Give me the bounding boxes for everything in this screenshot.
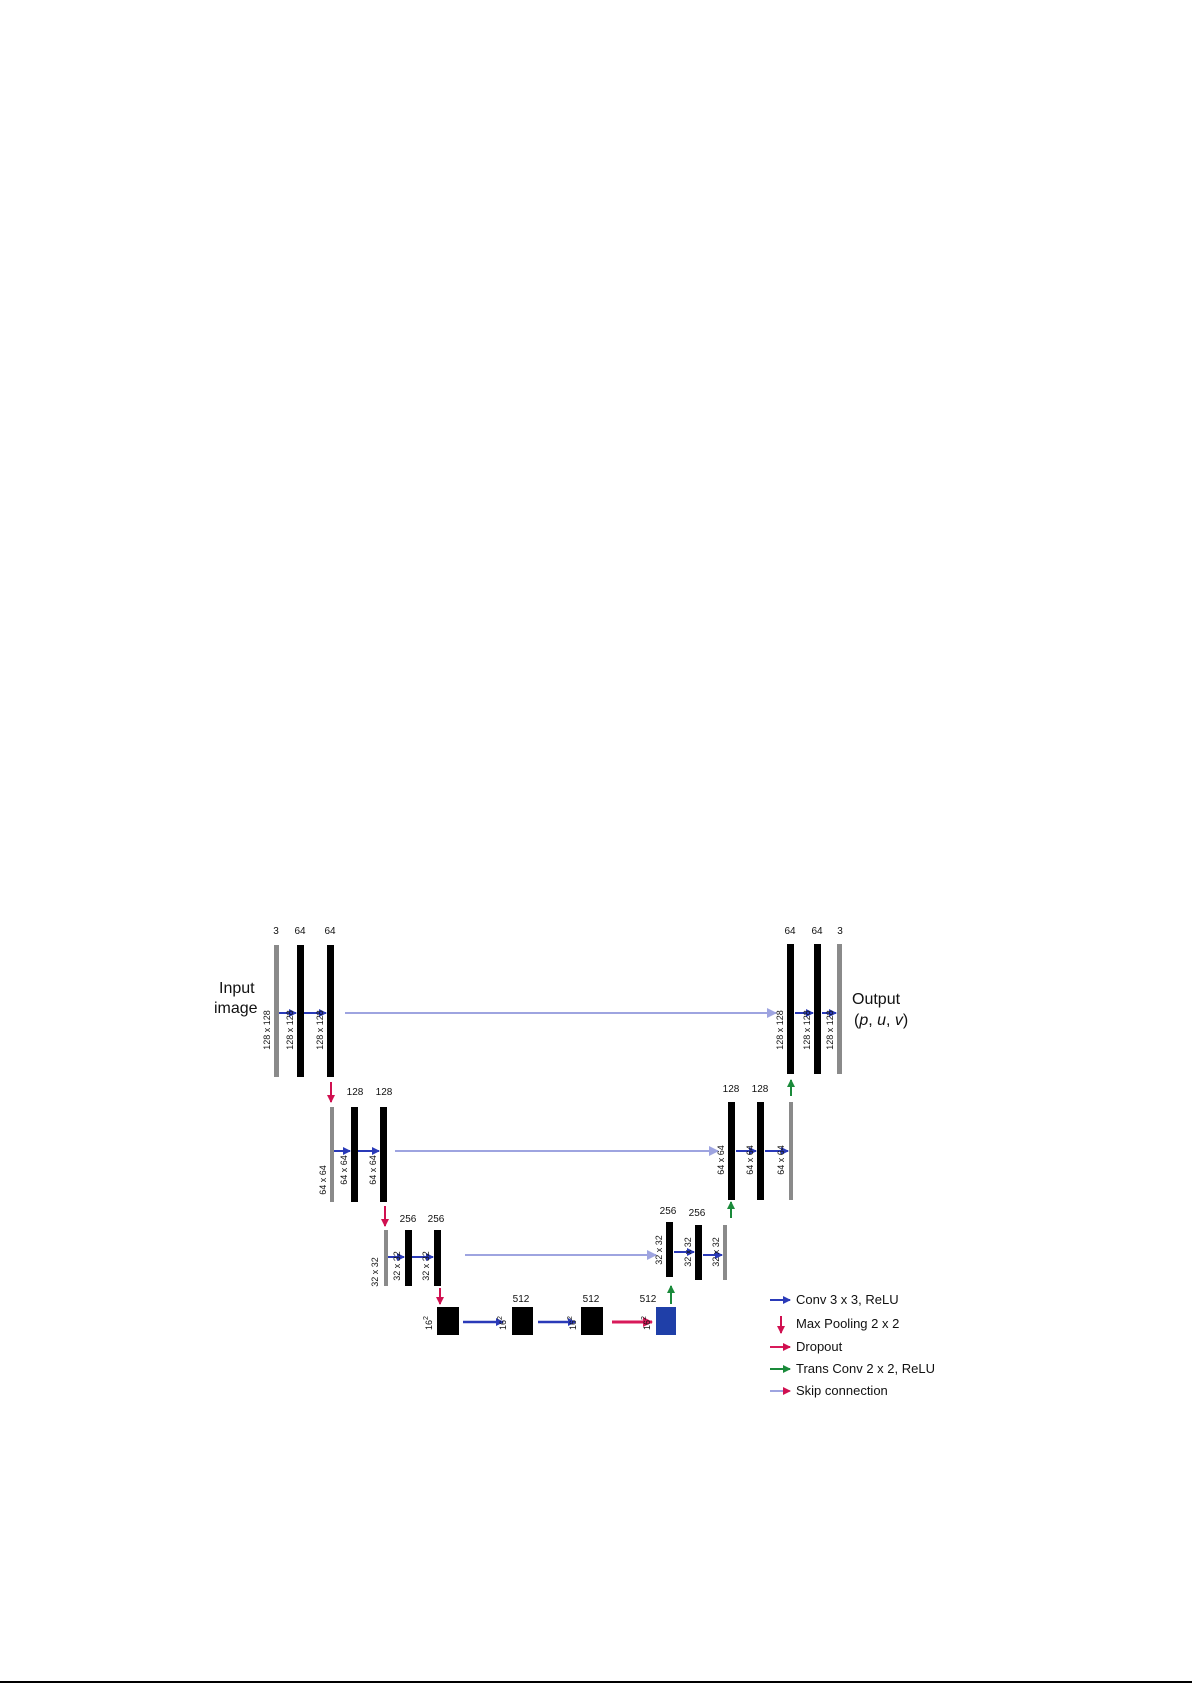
channel-label: 128 bbox=[723, 1084, 740, 1095]
dimension-label: 32 x 32 bbox=[711, 1237, 721, 1267]
feature-block bbox=[434, 1230, 441, 1286]
dimension-label: 128 x 128 bbox=[315, 1010, 325, 1050]
bottleneck-block bbox=[512, 1307, 533, 1335]
output-feature-bar bbox=[789, 1102, 793, 1200]
dimension-label: 64 x 64 bbox=[368, 1155, 378, 1185]
dimension-label: 64 x 64 bbox=[745, 1145, 755, 1175]
channel-label: 256 bbox=[660, 1206, 677, 1217]
output-vars-label: (p, u, v) bbox=[854, 1012, 908, 1029]
feature-block bbox=[297, 945, 304, 1077]
dimension-label: 128 x 128 bbox=[285, 1010, 295, 1050]
feature-block bbox=[728, 1102, 735, 1200]
dimension-label: 32 x 32 bbox=[421, 1251, 431, 1281]
feature-block bbox=[814, 944, 821, 1074]
dimension-label: 128 x 128 bbox=[262, 1010, 272, 1050]
feature-block bbox=[695, 1225, 702, 1280]
channel-label: 512 bbox=[513, 1294, 530, 1305]
feature-block bbox=[666, 1222, 673, 1277]
legend-item-label: Trans Conv 2 x 2, ReLU bbox=[796, 1361, 935, 1376]
feature-block bbox=[757, 1102, 764, 1200]
legend-item-label: Conv 3 x 3, ReLU bbox=[796, 1292, 899, 1307]
channel-label: 64 bbox=[294, 926, 306, 937]
channel-label: 128 bbox=[376, 1087, 393, 1098]
dimension-label: 32 x 32 bbox=[683, 1237, 693, 1267]
bottleneck-block bbox=[581, 1307, 603, 1335]
dimension-label: 128 x 128 bbox=[825, 1010, 835, 1050]
output-map-bar bbox=[837, 944, 842, 1074]
feature-block bbox=[327, 945, 334, 1077]
input-label: Input bbox=[219, 980, 255, 997]
output-feature-bar bbox=[723, 1225, 727, 1280]
channel-label: 512 bbox=[640, 1294, 657, 1305]
channel-label: 64 bbox=[784, 926, 796, 937]
bottleneck-block bbox=[437, 1307, 459, 1335]
dimension-label: 64 x 64 bbox=[339, 1155, 349, 1185]
legend-item-label: Dropout bbox=[796, 1339, 843, 1354]
dimension-label: 32 x 32 bbox=[370, 1257, 380, 1287]
dimension-label: 64 x 64 bbox=[318, 1165, 328, 1195]
channel-label: 64 bbox=[324, 926, 336, 937]
channel-label: 3 bbox=[837, 926, 843, 937]
channel-label: 128 bbox=[752, 1084, 769, 1095]
channel-label: 64 bbox=[811, 926, 823, 937]
channel-label: 128 bbox=[347, 1087, 364, 1098]
input-feature-bar bbox=[274, 945, 279, 1077]
output-label: Output bbox=[852, 991, 901, 1008]
legend-item-label: Skip connection bbox=[796, 1383, 888, 1398]
dimension-label: 162 bbox=[567, 1316, 578, 1330]
input-feature-bar bbox=[330, 1107, 334, 1202]
input-feature-bar bbox=[384, 1230, 388, 1286]
channel-label: 256 bbox=[400, 1214, 417, 1225]
channel-label: 256 bbox=[689, 1208, 706, 1219]
legend: Conv 3 x 3, ReLU Max Pooling 2 x 2 Dropo… bbox=[770, 1292, 935, 1398]
bottleneck-block-highlighted bbox=[656, 1307, 676, 1335]
dimension-label: 32 x 32 bbox=[654, 1235, 664, 1265]
legend-item-label: Max Pooling 2 x 2 bbox=[796, 1316, 899, 1331]
dimension-label: 162 bbox=[423, 1316, 434, 1330]
channel-label: 512 bbox=[583, 1294, 600, 1305]
feature-block bbox=[380, 1107, 387, 1202]
channel-label: 256 bbox=[428, 1214, 445, 1225]
dimension-label: 64 x 64 bbox=[716, 1145, 726, 1175]
dimension-label: 64 x 64 bbox=[776, 1145, 786, 1175]
feature-block bbox=[405, 1230, 412, 1286]
input-label: image bbox=[214, 1000, 258, 1017]
feature-block bbox=[351, 1107, 358, 1202]
channel-label: 3 bbox=[273, 926, 279, 937]
dimension-label: 162 bbox=[641, 1316, 652, 1330]
dimension-label: 32 x 32 bbox=[392, 1251, 402, 1281]
dimension-label: 128 x 128 bbox=[775, 1010, 785, 1050]
dimension-label: 128 x 128 bbox=[802, 1010, 812, 1050]
dimension-label: 162 bbox=[497, 1316, 508, 1330]
feature-block bbox=[787, 944, 794, 1074]
